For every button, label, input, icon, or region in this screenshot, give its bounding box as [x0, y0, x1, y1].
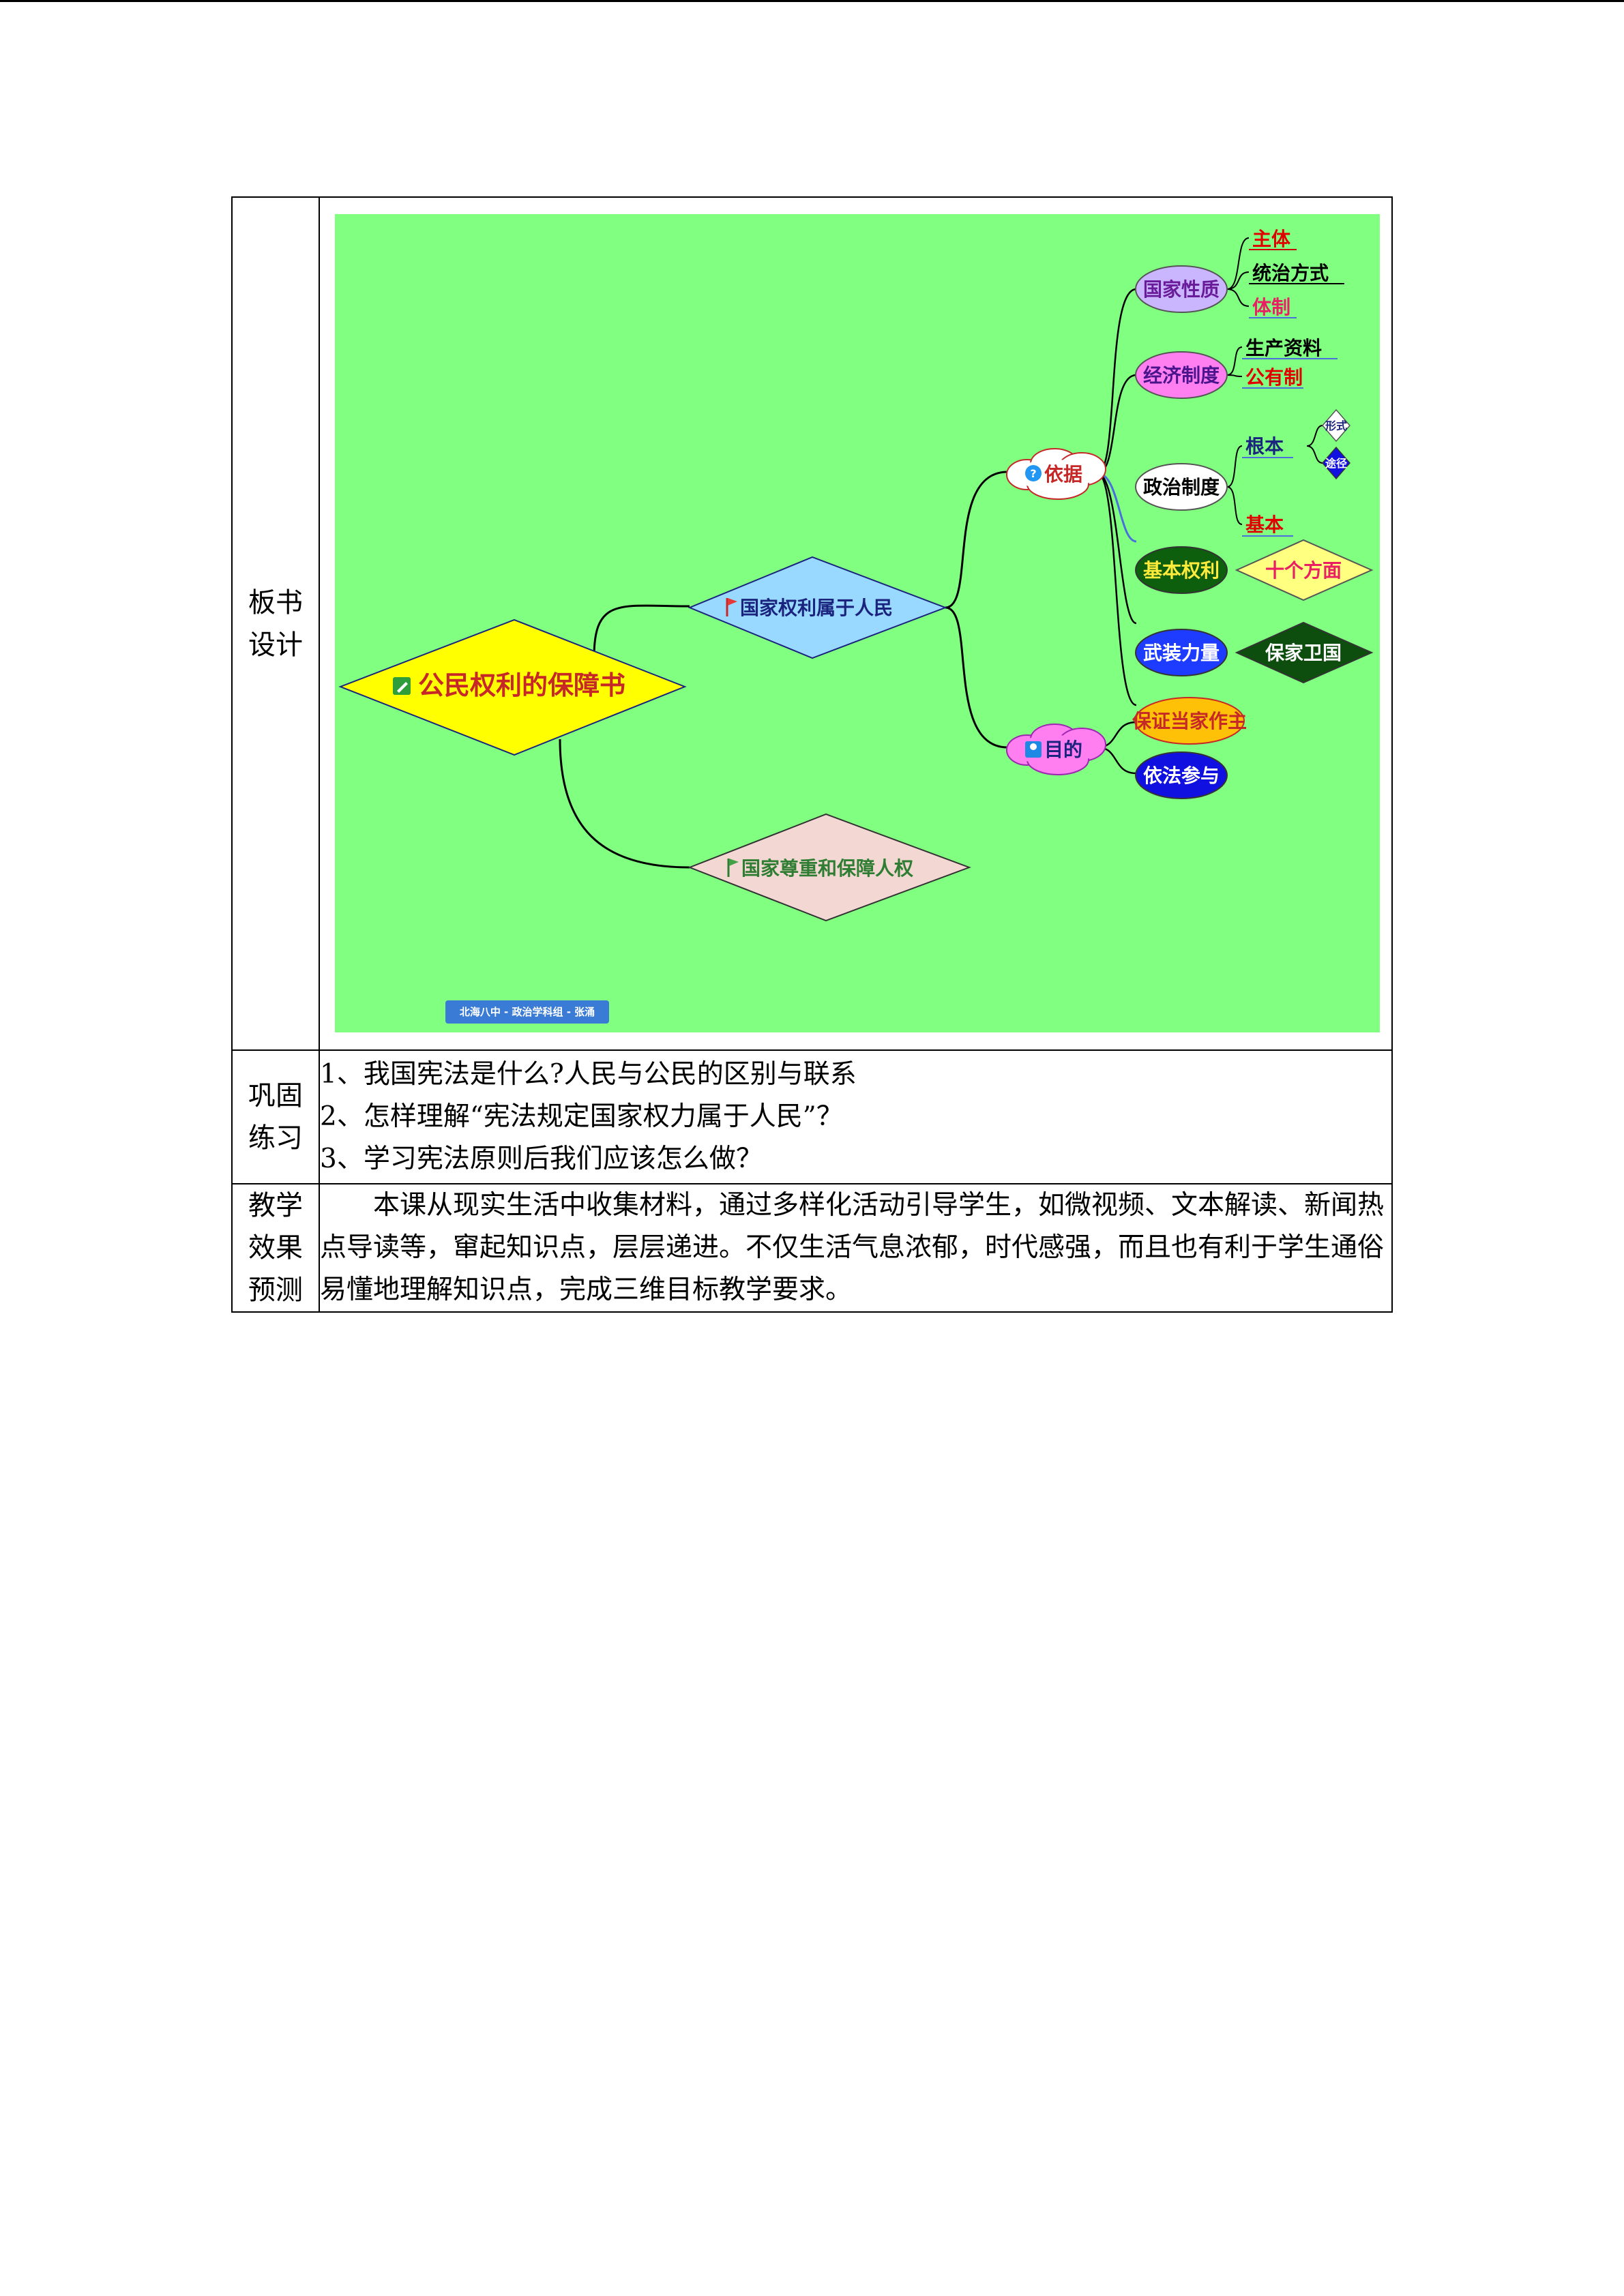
effect-label-line-3: 预测 — [248, 1274, 303, 1306]
rights-label: 基本权利 — [1143, 559, 1220, 582]
mind-map-svg: 公民权利的保障书 国家权利属于人民 国家尊重和保障人权 — [338, 228, 1374, 922]
question-icon-glyph: ? — [1030, 467, 1036, 480]
question-icon — [1025, 465, 1042, 481]
effect-label-line-2: 效果 — [248, 1232, 303, 1264]
rights-leaf-label: 十个方面 — [1265, 559, 1342, 582]
economy-leaf-public: 公有制 — [1245, 366, 1303, 389]
sub-connectors — [1097, 288, 1137, 775]
politics-label: 政治制度 — [1143, 476, 1220, 498]
branch-human-rights-node — [688, 813, 971, 922]
connector-lines — [559, 471, 1007, 869]
effect-label: 教学 效果 预测 — [231, 1183, 320, 1313]
credit-badge: 北海八中 - 政治学科组 - 张涌 — [445, 1000, 609, 1024]
leaf-connectors — [1226, 237, 1323, 525]
form-label: 形式 — [1325, 419, 1347, 432]
effect-label-line-1: 教学 — [248, 1190, 303, 1221]
board-label-line-1: 板书 — [248, 586, 303, 618]
basis-label: 依据 — [1044, 463, 1082, 486]
purpose-label: 目的 — [1044, 739, 1082, 761]
practice-cell: 1、我国宪法是什么?人民与公民的区别与联系 2、怎样理解“宪法规定国家权力属于人… — [319, 1049, 1393, 1184]
practice-item-3: 3、学习宪法原则后我们应该怎么做？ — [320, 1144, 763, 1174]
leaf-underlines — [1242, 249, 1344, 537]
person-icon-head — [1030, 743, 1037, 750]
nature-leaf-system: 体制 — [1252, 296, 1290, 318]
politics-leaf-fundamental: 根本 — [1245, 435, 1284, 458]
root-node — [338, 618, 687, 756]
practice-label-line-1: 巩固 — [248, 1080, 303, 1112]
nature-leaf-subject: 主体 — [1252, 228, 1291, 250]
purpose-item-1-label: 保证当家作主 — [1132, 710, 1247, 732]
board-design-row: 板书 设计 — [231, 196, 1393, 1051]
nature-node — [1135, 265, 1228, 313]
board-label-line-2: 设计 — [248, 629, 303, 661]
form-node — [1322, 408, 1350, 443]
red-flag-icon — [728, 598, 737, 606]
politics-leaf-basic: 基本 — [1245, 513, 1284, 536]
lesson-table: 板书 设计 — [231, 196, 1393, 1313]
root-label: 公民权利的保障书 — [418, 670, 625, 700]
nature-leaf-rule: 统治方式 — [1252, 262, 1329, 284]
path-node — [1322, 446, 1350, 480]
nature-label: 国家性质 — [1143, 278, 1220, 301]
economy-leaf-means: 生产资料 — [1245, 337, 1322, 359]
army-leaf-label: 保家卫国 — [1265, 642, 1342, 664]
army-leaf-node — [1235, 621, 1374, 684]
purpose-item-2-node — [1135, 751, 1228, 799]
practice-row: 巩固 练习 1、我国宪法是什么?人民与公民的区别与联系 2、怎样理解“宪法规定国… — [231, 1049, 1393, 1184]
purpose-item-2-label: 依法参与 — [1143, 764, 1220, 787]
economy-node — [1135, 351, 1228, 399]
army-label: 武装力量 — [1143, 642, 1220, 664]
rights-leaf-node — [1235, 539, 1374, 601]
board-design-label: 板书 设计 — [231, 196, 320, 1051]
economy-label: 经济制度 — [1143, 364, 1220, 387]
practice-item-1: 1、我国宪法是什么?人民与公民的区别与联系 — [320, 1059, 857, 1090]
branch-sovereignty-label: 国家权利属于人民 — [740, 597, 893, 619]
practice-label-line-2: 练习 — [248, 1122, 303, 1154]
effect-row: 教学 效果 预测 本课从现实生活中收集材料，通过多样化活动引导学生，如微视频、文… — [231, 1183, 1393, 1313]
effect-text: 本课从现实生活中收集材料，通过多样化活动引导学生，如微视频、文本解读、新闻热点导… — [319, 1183, 1393, 1313]
branch-sovereignty-node — [688, 556, 947, 659]
path-label: 途径 — [1325, 457, 1347, 470]
practice-label: 巩固 练习 — [231, 1049, 320, 1184]
purpose-item-1-node — [1134, 697, 1245, 745]
page-top-border — [0, 0, 1624, 2]
practice-item-2: 2、怎样理解“宪法规定国家权力属于人民”？ — [320, 1101, 843, 1132]
mind-map: 公民权利的保障书 国家权利属于人民 国家尊重和保障人权 — [335, 214, 1380, 1032]
politics-node — [1135, 463, 1228, 511]
army-node — [1135, 629, 1228, 676]
green-flag-icon — [729, 859, 739, 866]
branch-human-rights-label: 国家尊重和保障人权 — [741, 857, 913, 880]
pencil-icon-glyph — [397, 682, 408, 693]
board-design-cell: 公民权利的保障书 国家权利属于人民 国家尊重和保障人权 — [319, 196, 1393, 1051]
rights-node — [1135, 546, 1228, 594]
